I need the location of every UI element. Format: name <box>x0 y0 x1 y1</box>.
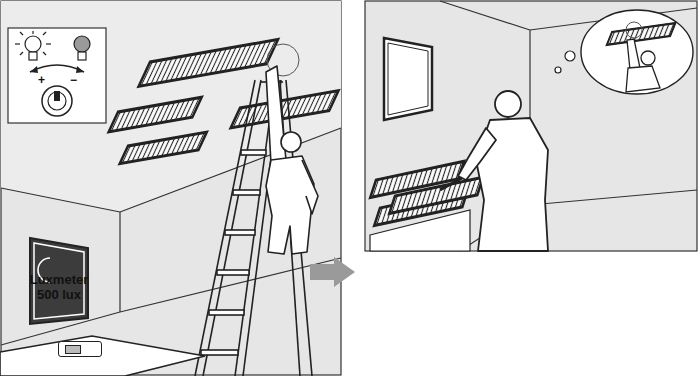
panel-frame <box>365 1 697 251</box>
luminaire-rim <box>370 161 464 197</box>
luminaires <box>109 39 339 163</box>
luminaire-rim <box>120 132 207 164</box>
dimmer-dial <box>42 86 72 116</box>
node-label: Luxmeter 500 lux <box>19 272 99 302</box>
ladder-step <box>241 150 266 155</box>
head <box>641 51 655 65</box>
head <box>495 91 521 117</box>
remote-control <box>440 178 462 190</box>
arrowhead <box>76 66 84 73</box>
room-edge <box>530 190 697 205</box>
luminaire-grill <box>139 39 278 86</box>
pointing-arm <box>458 128 496 180</box>
ladder-step <box>225 230 255 235</box>
left-panel <box>0 1 341 376</box>
bulb-glass <box>25 36 41 52</box>
room-edge <box>120 258 341 312</box>
installer <box>458 91 548 251</box>
window <box>384 38 432 120</box>
light-ray <box>32 31 33 34</box>
thought-dot <box>565 51 575 61</box>
light-ray <box>43 32 46 35</box>
room-edge <box>1 188 120 212</box>
luminaire-grill <box>370 161 464 197</box>
dial-pointer <box>54 91 60 101</box>
zoom-circle <box>626 22 642 38</box>
bulb-glass <box>74 36 90 52</box>
panel-frame <box>1 1 341 375</box>
lit-bulb <box>15 31 51 60</box>
bulb-base <box>78 52 86 60</box>
light-ray <box>20 32 23 35</box>
luminaire <box>109 97 202 132</box>
luminaire <box>139 39 278 86</box>
luxmeter-box: Luxmeter 500 lux <box>58 341 102 357</box>
luminaire <box>370 161 464 197</box>
room-edges <box>440 1 697 251</box>
luminaire-grill <box>109 97 202 132</box>
window-frame <box>388 43 428 115</box>
room-edge <box>119 212 120 312</box>
light-ray <box>15 43 20 44</box>
luminaire <box>120 132 207 164</box>
mini-installer <box>626 39 660 92</box>
technician <box>266 66 318 254</box>
arm <box>302 160 318 214</box>
light-ray <box>46 43 51 44</box>
room-edge <box>440 1 530 30</box>
thought-bubble <box>581 10 693 94</box>
dim-arrow <box>30 65 84 72</box>
dial-sign: + <box>38 74 45 86</box>
arrowhead <box>30 66 38 73</box>
luminaire-rim <box>139 39 278 86</box>
raised-arm <box>627 39 640 70</box>
ladder-step <box>217 270 249 275</box>
ladder-step <box>233 190 260 195</box>
table <box>0 336 205 376</box>
ladder-step <box>209 310 244 315</box>
dial-sign: − <box>70 74 77 86</box>
body <box>626 66 660 92</box>
meter-display <box>65 345 81 354</box>
luminaire-grill <box>120 132 207 164</box>
right-panel <box>365 1 697 251</box>
head <box>281 132 301 152</box>
transition-arrow <box>310 257 355 287</box>
dim-bulb <box>74 36 90 60</box>
bubble <box>581 10 693 94</box>
light-ray <box>43 52 46 55</box>
dimmer-inset <box>8 28 106 123</box>
inset-frame <box>8 28 106 123</box>
ladder-step <box>201 350 238 355</box>
raised-arm <box>266 66 286 164</box>
light-ray <box>20 52 23 55</box>
room-edges <box>1 128 341 345</box>
ladder-rail <box>195 80 255 376</box>
dial-knob <box>48 92 66 110</box>
luminaire-rim <box>109 97 202 132</box>
bulb-base <box>29 52 37 60</box>
thought-dot <box>555 67 561 73</box>
ladder-rail <box>203 80 261 376</box>
